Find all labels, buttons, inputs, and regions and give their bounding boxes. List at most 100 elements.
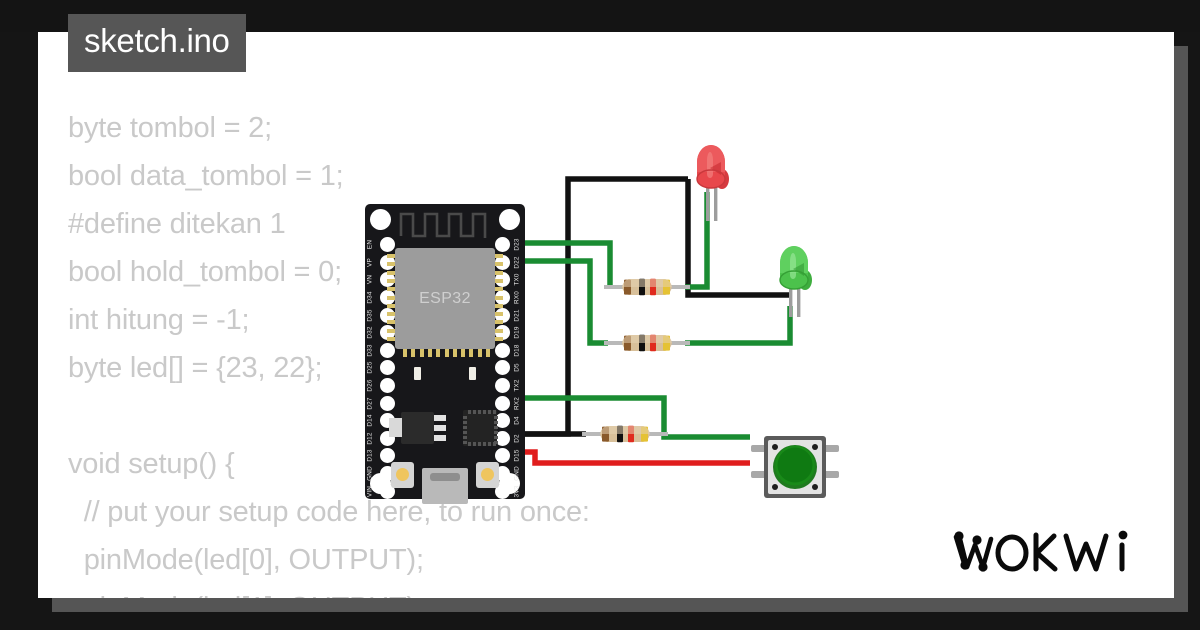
pin-hole[interactable] — [495, 430, 510, 446]
pin-d18-right[interactable]: D18 — [492, 342, 522, 360]
pin-hole[interactable] — [380, 395, 395, 411]
pin-label: VIN — [366, 485, 374, 497]
en-button[interactable] — [391, 462, 414, 488]
chip-pad — [463, 436, 467, 439]
resistor-3[interactable] — [582, 421, 668, 447]
project-panel: byte tombol = 2;bool data_tombol = 1;#de… — [38, 32, 1174, 598]
module-solder-pad — [387, 337, 395, 341]
esp32-module-label: ESP32 — [419, 289, 471, 307]
pin-en-left[interactable]: EN — [367, 236, 398, 254]
chip-pad — [483, 442, 486, 446]
module-solder-pad — [495, 262, 503, 267]
code-editor-text: byte tombol = 2;bool data_tombol = 1;#de… — [68, 104, 968, 598]
code-line: #define ditekan 1 — [68, 208, 286, 240]
pin-hole[interactable] — [380, 342, 395, 358]
chip-pad — [494, 436, 498, 439]
module-solder-pad — [495, 295, 503, 300]
module-solder-pad — [495, 337, 503, 341]
pin-hole[interactable] — [380, 378, 395, 394]
module-solder-pad — [436, 349, 441, 357]
code-line: byte led[] = {23, 22}; — [68, 352, 323, 384]
pin-hole[interactable] — [495, 413, 510, 429]
pin-hole[interactable] — [495, 360, 510, 376]
wire-resistor2-green-led — [685, 306, 793, 346]
chip-pad — [468, 410, 471, 414]
wokwi-logo — [953, 530, 1128, 572]
module-solder-pad — [486, 349, 490, 357]
file-tab-sketch-ino[interactable]: sketch.ino — [68, 14, 246, 72]
module-solder-pad — [452, 349, 457, 357]
code-line: pinMode(led[0], OUTPUT); — [68, 544, 424, 576]
pin-3v3-right[interactable]: 3V3 — [492, 482, 522, 500]
pin-d33-left[interactable]: D33 — [367, 342, 398, 360]
wire-d2-button — [525, 395, 750, 440]
chip-pad — [493, 442, 496, 446]
pin-hole[interactable] — [380, 448, 395, 464]
pin-hole[interactable] — [380, 237, 395, 253]
chip-pad — [473, 442, 476, 446]
mount-hole-top-right — [499, 209, 520, 230]
pcb-via-right — [469, 367, 476, 380]
pin-d15-right[interactable]: D15 — [492, 447, 522, 465]
resistor-2[interactable] — [604, 330, 690, 356]
usb-serial-chip — [463, 410, 498, 446]
shield-pads-bottom — [403, 349, 490, 357]
boot-button[interactable] — [476, 462, 499, 488]
chip-pad — [463, 421, 467, 424]
pin-d26-left[interactable]: D26 — [367, 377, 398, 395]
chip-pad — [463, 441, 467, 444]
green-led[interactable] — [771, 235, 817, 320]
wire-3v3-button — [525, 449, 750, 466]
pin-hole[interactable] — [495, 342, 510, 358]
pcb-via-left — [414, 367, 421, 380]
module-solder-pad — [387, 287, 395, 292]
shield-pads-right — [495, 254, 503, 344]
pin-rx2-right[interactable]: RX2 — [492, 394, 522, 412]
pin-hole[interactable] — [495, 483, 510, 499]
code-line: int hitung = -1; — [68, 304, 250, 336]
module-solder-pad — [387, 254, 395, 258]
chip-pad — [488, 442, 491, 446]
module-solder-pad — [477, 349, 482, 357]
pin-d25-left[interactable]: D25 — [367, 359, 398, 377]
module-solder-pad — [495, 328, 503, 333]
module-solder-pad — [461, 349, 466, 357]
module-solder-pad — [387, 320, 395, 325]
code-line: // put your setup code here, to run once… — [68, 496, 590, 528]
module-solder-pad — [495, 278, 503, 283]
pin-tx2-right[interactable]: TX2 — [492, 377, 522, 395]
chip-pad — [488, 410, 491, 414]
module-solder-pad — [495, 254, 503, 258]
chip-pad — [463, 426, 467, 429]
module-solder-pad — [419, 349, 424, 357]
chip-pad — [493, 410, 496, 414]
pin-hole[interactable] — [380, 360, 395, 376]
red-led[interactable] — [688, 132, 734, 222]
module-solder-pad — [444, 349, 449, 357]
pin-hole[interactable] — [495, 448, 510, 464]
pin-hole[interactable] — [495, 237, 510, 253]
pin-d2-right[interactable]: D2 — [492, 430, 522, 448]
chip-pad — [494, 421, 498, 424]
pin-d13-left[interactable]: D13 — [367, 447, 398, 465]
mount-hole-top-left — [370, 209, 391, 230]
chip-pad — [463, 431, 467, 434]
pin-hole[interactable] — [495, 395, 510, 411]
module-solder-pad — [387, 312, 395, 317]
resistor-1[interactable] — [604, 274, 690, 300]
pin-d27-left[interactable]: D27 — [367, 394, 398, 412]
pin-hole[interactable] — [495, 378, 510, 394]
module-solder-pad — [469, 349, 474, 357]
chip-pad — [494, 416, 498, 419]
module-solder-pad — [387, 328, 395, 333]
chip-pad — [473, 410, 476, 414]
module-solder-pad — [427, 349, 432, 357]
pin-d5-right[interactable]: D5 — [492, 359, 522, 377]
pushbutton[interactable] — [751, 436, 839, 502]
pin-label: 3V3 — [513, 485, 521, 498]
pin-d4-right[interactable]: D4 — [492, 412, 522, 430]
pin-d23-right[interactable]: D23 — [492, 236, 522, 254]
